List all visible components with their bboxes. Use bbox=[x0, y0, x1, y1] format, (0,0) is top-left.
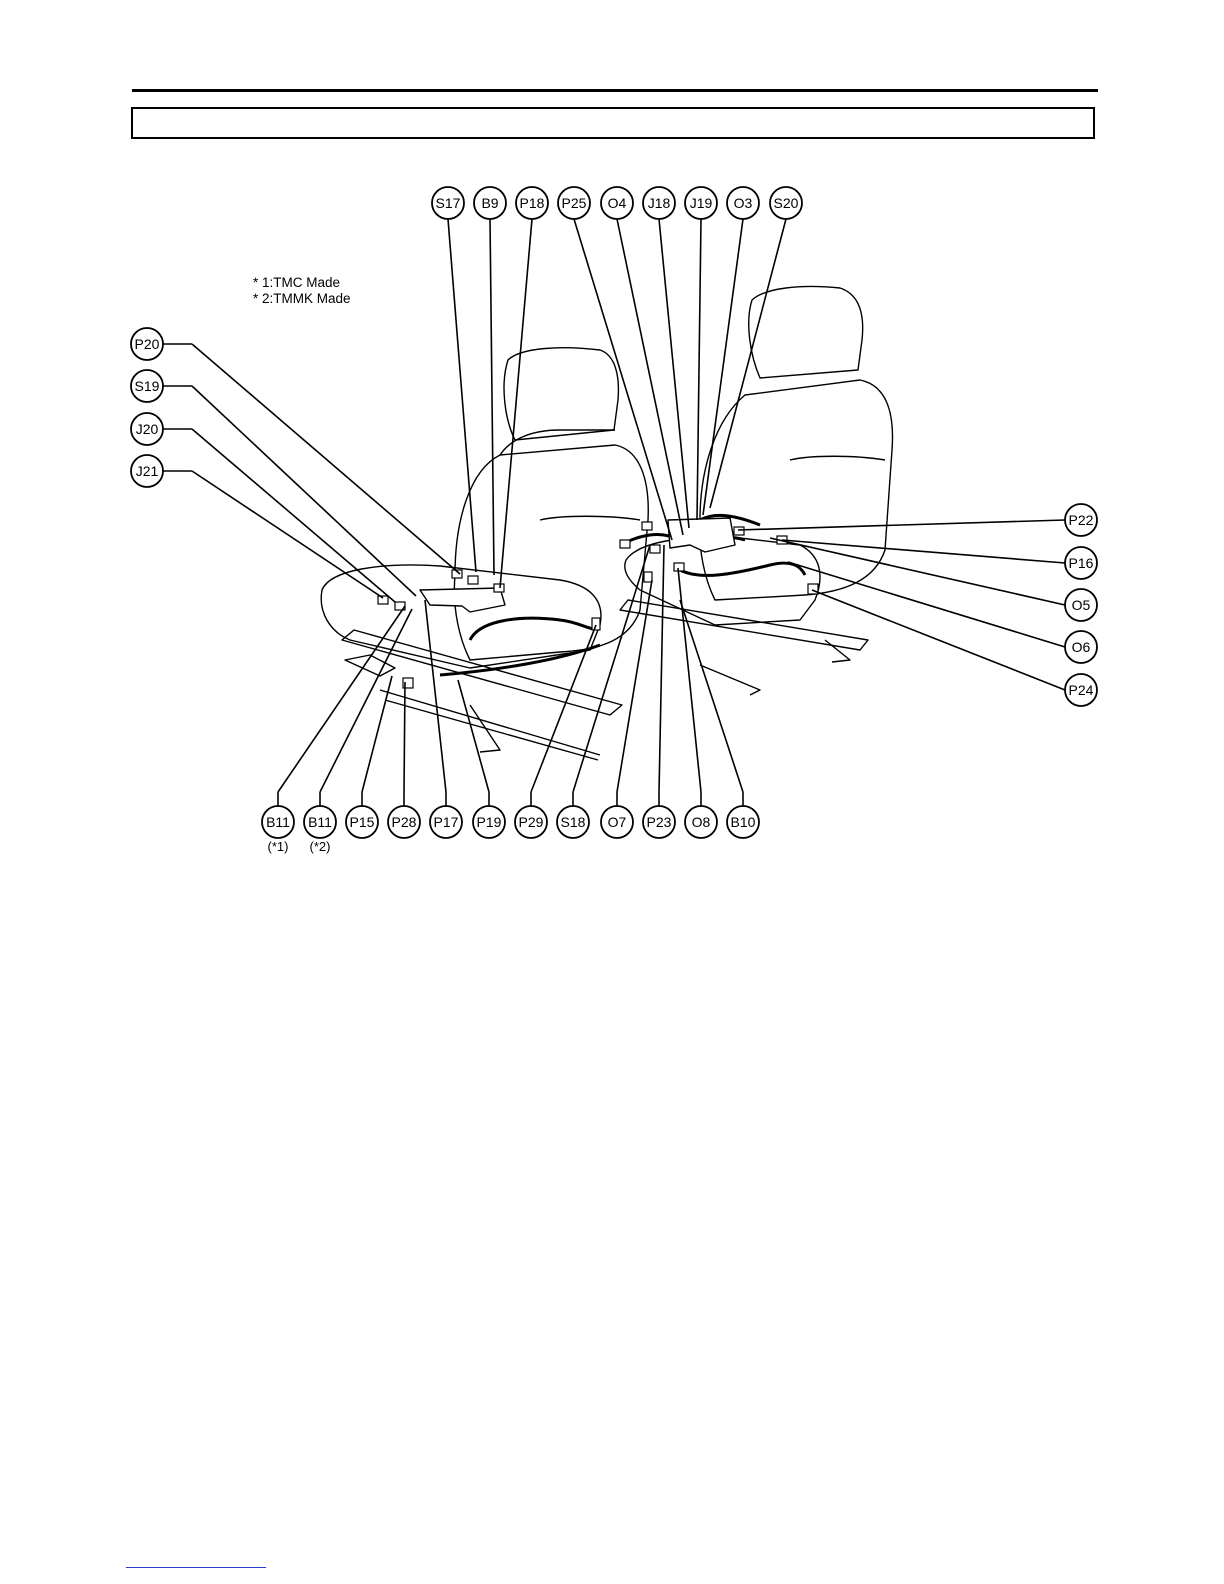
leader-s17 bbox=[448, 219, 476, 572]
callout-label: P23 bbox=[647, 814, 672, 830]
callout-label: B10 bbox=[731, 814, 756, 830]
leader-j19 bbox=[697, 219, 701, 520]
leader-p16 bbox=[782, 540, 1065, 563]
callout-o7-8: O7 bbox=[601, 806, 633, 838]
callout-b9: B9 bbox=[474, 187, 506, 219]
callout-j21: J21 bbox=[131, 455, 163, 487]
callout-j18: J18 bbox=[643, 187, 675, 219]
callout-p17-4: P17 bbox=[430, 806, 462, 838]
callout-label: S20 bbox=[774, 195, 799, 211]
leader-s20 bbox=[710, 219, 786, 508]
callout-b11-1: B11 bbox=[304, 806, 336, 838]
callout-label: J19 bbox=[690, 195, 713, 211]
callout-p25: P25 bbox=[558, 187, 590, 219]
leader-o4 bbox=[617, 219, 683, 535]
leader-b9 bbox=[490, 219, 494, 575]
callout-label: P19 bbox=[477, 814, 502, 830]
callout-o4: O4 bbox=[601, 187, 633, 219]
callout-label: P28 bbox=[392, 814, 417, 830]
callout-s20: S20 bbox=[770, 187, 802, 219]
callout-label: P20 bbox=[135, 336, 160, 352]
leader-j21-b bbox=[192, 471, 383, 598]
callout-p16: P16 bbox=[1065, 547, 1097, 579]
callout-j19: J19 bbox=[685, 187, 717, 219]
callout-label: P18 bbox=[520, 195, 545, 211]
callout-o5: O5 bbox=[1065, 589, 1097, 621]
leader-b11-b-1 bbox=[320, 609, 412, 792]
callout-o3: O3 bbox=[727, 187, 759, 219]
callout-p19-5: P19 bbox=[473, 806, 505, 838]
callout-j20: J20 bbox=[131, 413, 163, 445]
callout-label: P29 bbox=[519, 814, 544, 830]
leader-p25 bbox=[574, 219, 672, 540]
callout-p23-9: P23 bbox=[643, 806, 675, 838]
callout-p29-6: P29 bbox=[515, 806, 547, 838]
callout-label: O8 bbox=[692, 814, 711, 830]
callout-label: O7 bbox=[608, 814, 627, 830]
leader-s19-b bbox=[192, 386, 416, 596]
leader-o5 bbox=[770, 538, 1065, 605]
callout-label: S17 bbox=[436, 195, 461, 211]
callout-label: J20 bbox=[136, 421, 159, 437]
b11-note-2: (*2) bbox=[310, 839, 331, 854]
callouts: S17 B9 P18 P25 O4 J18 J19 O3 S20P20S19J20J21P22P… bbox=[131, 187, 1097, 854]
leader-s18-b-7 bbox=[573, 545, 650, 792]
seat-illustration bbox=[321, 287, 892, 761]
callout-label: S18 bbox=[561, 814, 586, 830]
callout-label: S19 bbox=[135, 378, 160, 394]
callout-p24: P24 bbox=[1065, 674, 1097, 706]
callout-label: P16 bbox=[1069, 555, 1094, 571]
callout-label: P17 bbox=[434, 814, 459, 830]
leader-j18 bbox=[659, 219, 689, 528]
callout-o6: O6 bbox=[1065, 631, 1097, 663]
leader-p28-b-3 bbox=[404, 682, 405, 792]
callout-p18: P18 bbox=[516, 187, 548, 219]
callout-label: B11 bbox=[266, 814, 290, 830]
callout-label: J21 bbox=[136, 463, 159, 479]
callout-b11-0: B11 bbox=[262, 806, 294, 838]
callout-o8-10: O8 bbox=[685, 806, 717, 838]
callout-b10-11: B10 bbox=[727, 806, 759, 838]
leader-j20-b bbox=[192, 429, 395, 602]
leader-p23-b-9 bbox=[659, 545, 664, 792]
leader-p19-b-5 bbox=[458, 680, 489, 792]
callout-label: B9 bbox=[481, 195, 498, 211]
callout-label: P24 bbox=[1069, 682, 1094, 698]
callout-label: P15 bbox=[350, 814, 375, 830]
leader-o8-b-10 bbox=[678, 568, 701, 792]
callout-p20: P20 bbox=[131, 328, 163, 360]
leader-p20-b bbox=[192, 344, 460, 574]
callout-p28-3: P28 bbox=[388, 806, 420, 838]
leader-p17-b-4 bbox=[425, 600, 446, 792]
b11-note-1: (*1) bbox=[268, 839, 289, 854]
leader-o3 bbox=[703, 219, 743, 515]
callout-label: P22 bbox=[1069, 512, 1094, 528]
callout-s18-7: S18 bbox=[557, 806, 589, 838]
leader-p15-b-2 bbox=[362, 676, 392, 792]
callout-p22: P22 bbox=[1065, 504, 1097, 536]
leader-lines bbox=[163, 219, 1065, 806]
callout-p15-2: P15 bbox=[346, 806, 378, 838]
leader-p24 bbox=[812, 590, 1065, 690]
callout-label: O3 bbox=[734, 195, 753, 211]
callout-label: O6 bbox=[1072, 639, 1091, 655]
callout-label: O5 bbox=[1072, 597, 1091, 613]
callout-label: P25 bbox=[562, 195, 587, 211]
leader-p22 bbox=[738, 520, 1065, 530]
callout-s17: S17 bbox=[432, 187, 464, 219]
footer-link-underline bbox=[126, 1567, 266, 1568]
callout-label: O4 bbox=[608, 195, 627, 211]
callout-s19: S19 bbox=[131, 370, 163, 402]
callout-label: B11 bbox=[308, 814, 332, 830]
callout-label: J18 bbox=[648, 195, 671, 211]
